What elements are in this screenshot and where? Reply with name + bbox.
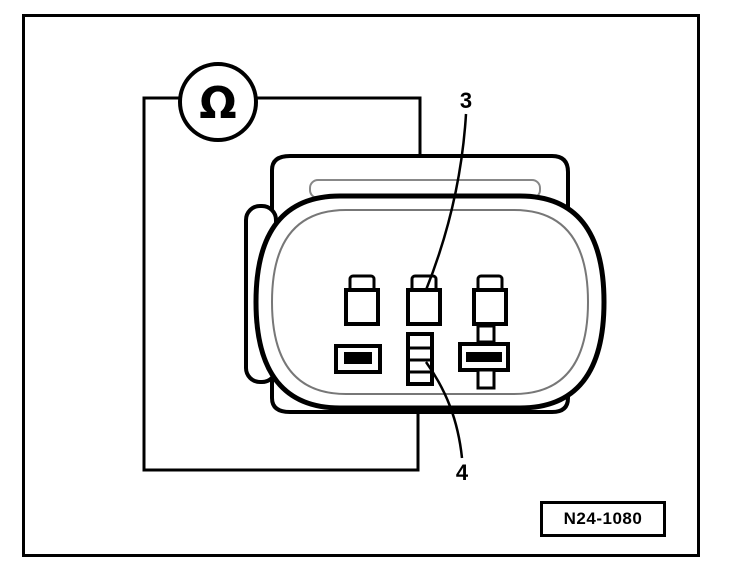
pin-bottom-right <box>458 324 510 390</box>
ohmmeter-icon: Ω <box>178 62 258 142</box>
pin-top-left <box>344 274 380 326</box>
callout-4-label: 4 <box>456 460 469 485</box>
figure-reference-code: N24-1080 <box>540 501 666 537</box>
connector-housing <box>244 154 607 414</box>
pin-bottom-left <box>334 344 382 374</box>
ohm-symbol: Ω <box>199 78 236 129</box>
callout-3-label: 3 <box>460 88 472 113</box>
callout-3-leader <box>424 113 468 291</box>
pin-4-terminal <box>406 332 434 386</box>
pin-top-right <box>472 274 508 326</box>
callout-4-leader <box>424 361 464 459</box>
pin-3-terminal <box>406 274 442 326</box>
test-lead-wire <box>142 96 420 472</box>
